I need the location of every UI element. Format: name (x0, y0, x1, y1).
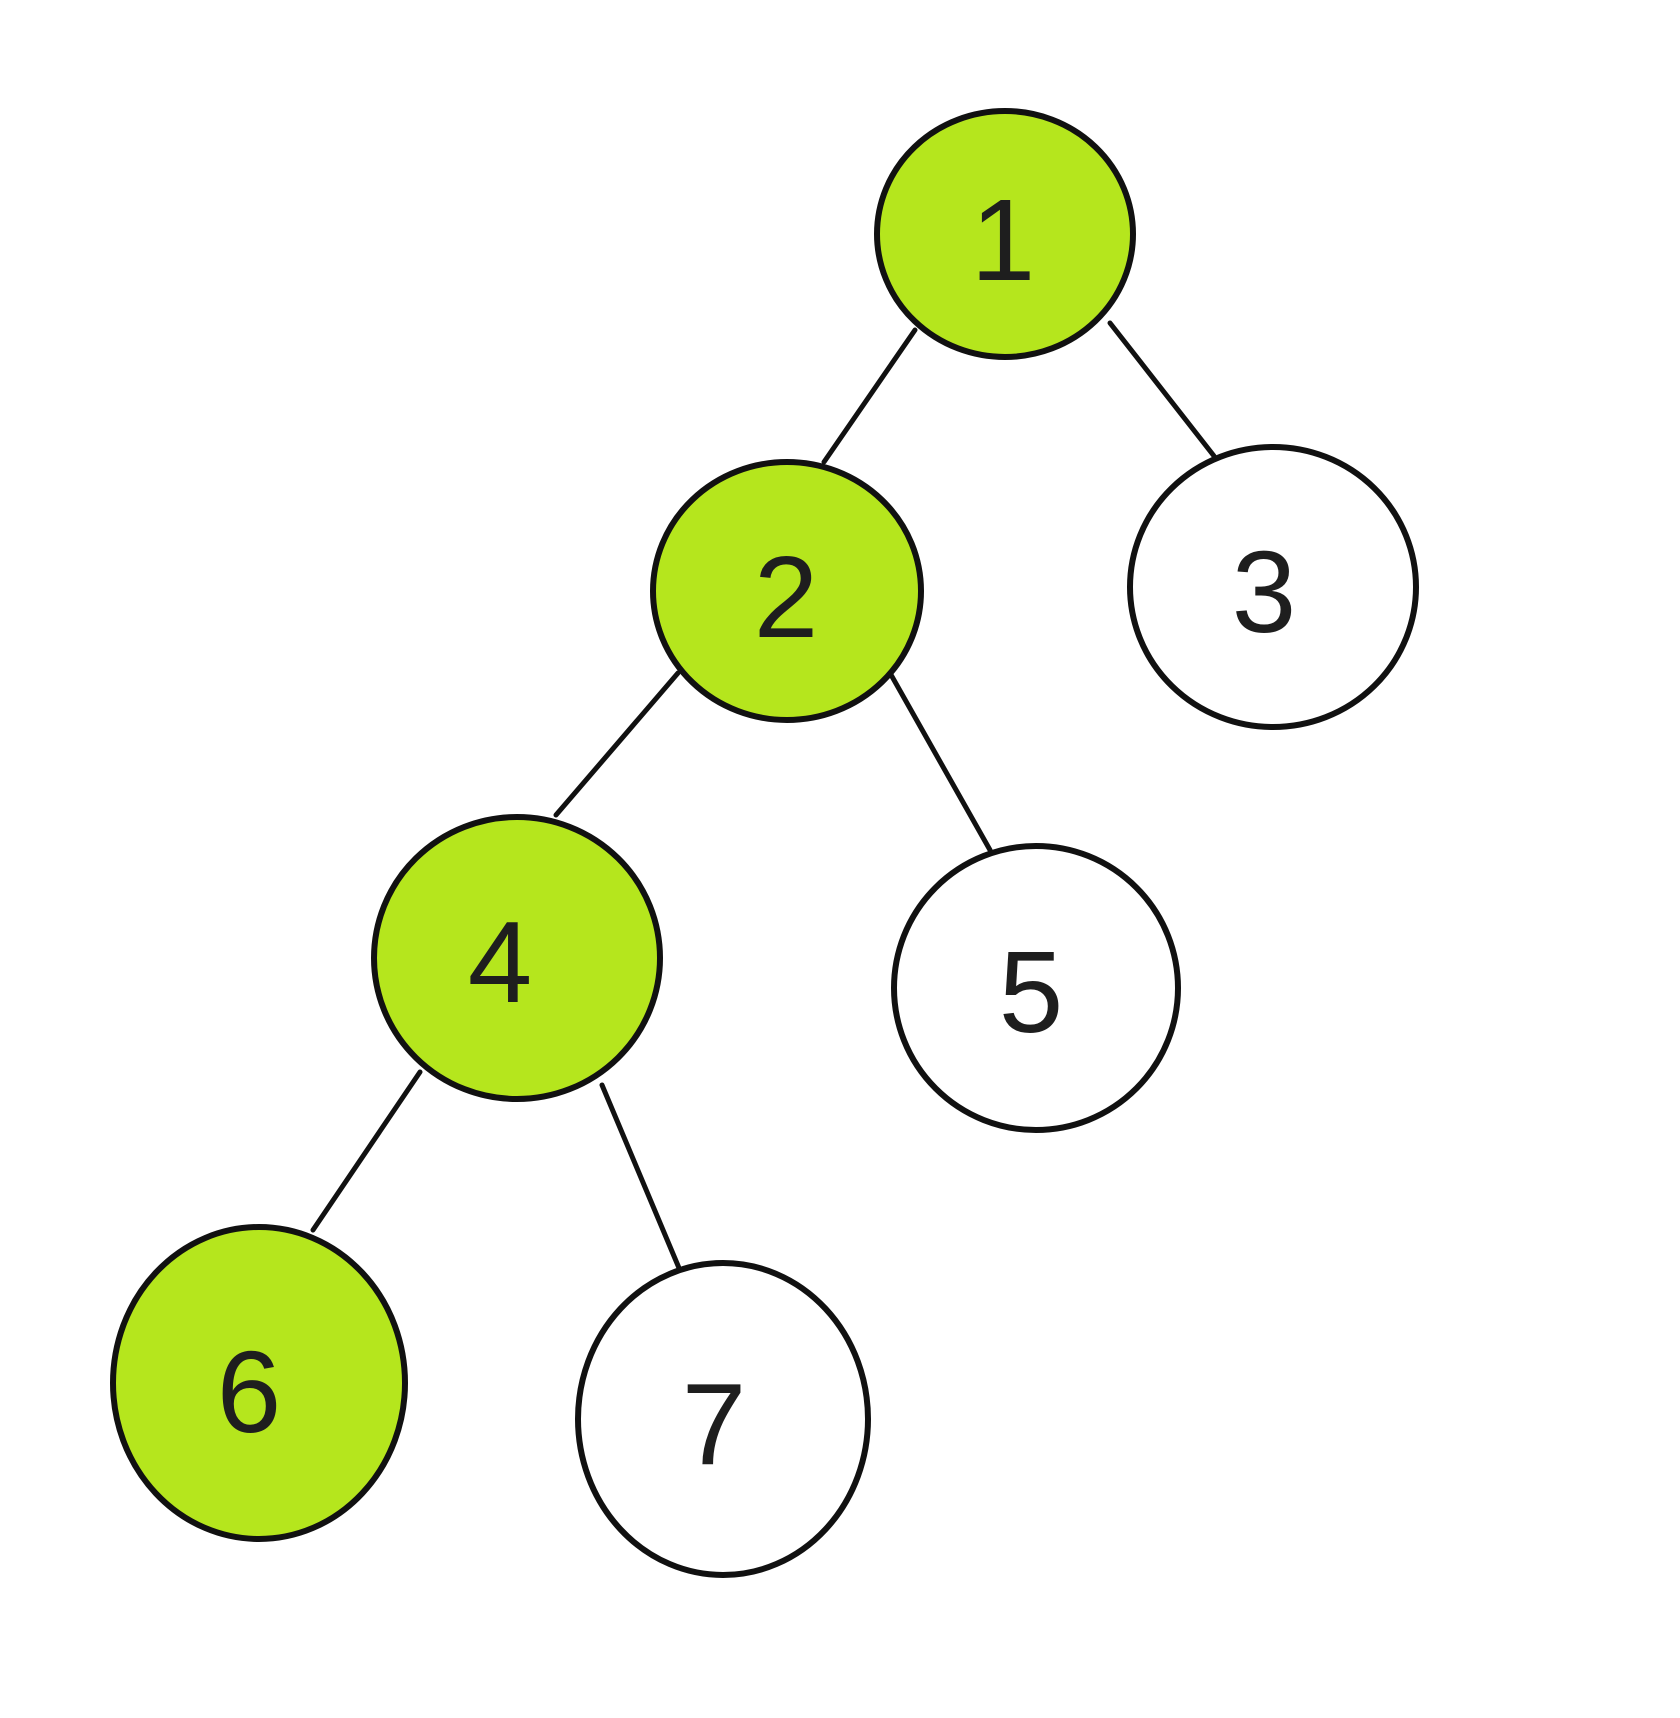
tree-node-2: 2 (650, 459, 924, 723)
tree-node-3: 3 (1127, 444, 1419, 730)
edge-1-3 (1107, 320, 1217, 459)
node-label: 1 (971, 175, 1036, 305)
node-label: 2 (754, 532, 819, 662)
tree-edges (310, 320, 1217, 1271)
edge-2-4 (553, 670, 681, 818)
node-label: 4 (468, 897, 533, 1027)
tree-node-5: 5 (891, 843, 1181, 1133)
node-circle (650, 459, 924, 723)
node-circle (874, 108, 1136, 360)
tree-node-1: 1 (874, 108, 1136, 360)
node-circle (371, 814, 663, 1102)
edge-1-2 (821, 327, 918, 465)
tree-node-6: 6 (110, 1224, 408, 1542)
tree-node-7: 7 (575, 1260, 871, 1578)
edge-4-7 (599, 1082, 682, 1271)
tree-node-4: 4 (371, 814, 663, 1102)
node-label: 6 (217, 1327, 282, 1457)
node-circle (1127, 444, 1419, 730)
edge-4-6 (310, 1069, 423, 1233)
node-label: 3 (1232, 527, 1297, 657)
node-circle (110, 1224, 408, 1542)
node-circle (575, 1260, 871, 1578)
edge-2-5 (887, 670, 993, 853)
node-circle (891, 843, 1181, 1133)
node-label: 7 (682, 1359, 747, 1489)
node-label: 5 (999, 927, 1064, 1057)
